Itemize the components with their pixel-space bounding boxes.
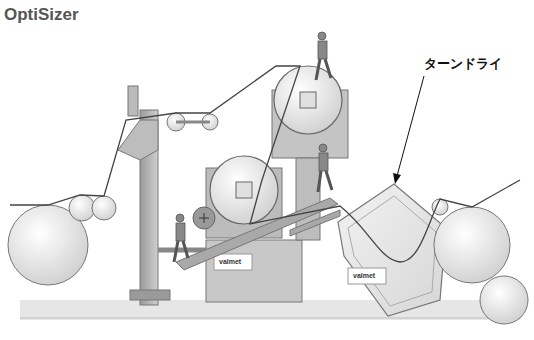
callout-label: ターンドライ bbox=[424, 57, 502, 71]
diagram-title: OptiSizer bbox=[4, 6, 79, 25]
logo-text: valmet bbox=[218, 258, 242, 266]
logo-text: valmet bbox=[352, 272, 376, 280]
